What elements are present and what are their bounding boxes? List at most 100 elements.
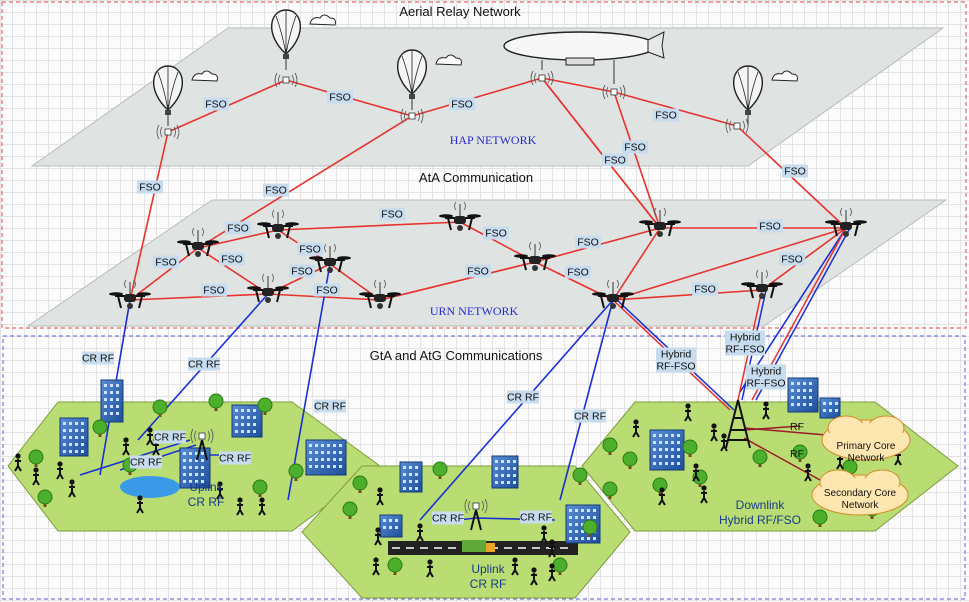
fso-label: FSO xyxy=(575,235,601,249)
fso-label-text: FSO xyxy=(694,284,716,296)
fso-label-text: FSO xyxy=(316,285,338,297)
person-icon xyxy=(658,487,666,506)
person-icon xyxy=(684,403,692,422)
person-icon xyxy=(804,463,812,482)
relay-transceiver-icon xyxy=(602,84,626,100)
cr-rf-link xyxy=(419,299,614,521)
fso-label-text: FSO xyxy=(781,254,803,266)
antenna-icon xyxy=(464,498,488,531)
person-icon xyxy=(372,557,380,576)
hybrid-rf-fso-label-text: RF-FSO xyxy=(656,361,695,373)
cr-rf-label-text: CR RF xyxy=(507,392,539,404)
building-icon xyxy=(59,417,89,457)
fso-label: FSO xyxy=(297,242,323,256)
cloud-icon xyxy=(435,54,462,66)
fso-label: FSO xyxy=(782,164,808,178)
fso-label-text: FSO xyxy=(227,223,249,235)
person-icon xyxy=(692,463,700,482)
gta-title: GtA and AtG Communications xyxy=(370,348,543,363)
hap-network-label: HAP NETWORK xyxy=(450,133,537,147)
person-icon xyxy=(258,497,266,516)
cloud-icon xyxy=(191,70,218,82)
person-icon xyxy=(710,423,718,442)
person-icon xyxy=(376,487,384,506)
person-icon xyxy=(720,433,728,452)
person-icon xyxy=(14,453,22,472)
primary-core-cloud-icon xyxy=(821,415,911,461)
fso-link xyxy=(129,131,169,301)
fso-link xyxy=(613,91,661,229)
ground-frame xyxy=(2,335,966,600)
drone-icon xyxy=(741,269,783,299)
fso-label: FSO xyxy=(137,180,163,194)
cr-rf-label-text: CR RF xyxy=(520,512,552,524)
balloon-icon xyxy=(152,65,184,126)
fso-label-text: FSO xyxy=(203,285,225,297)
drone-icon xyxy=(109,279,151,309)
fso-label: FSO xyxy=(757,219,783,233)
tree-icon xyxy=(28,449,44,467)
cr-rf-label-text: CR RF xyxy=(188,359,220,371)
tree-icon xyxy=(352,475,368,493)
person-icon xyxy=(136,495,144,514)
person-icon xyxy=(632,419,640,438)
fso-label-text: FSO xyxy=(485,228,507,240)
cr-rf-label-text: CR RF xyxy=(130,457,162,469)
tree-icon xyxy=(152,399,168,417)
antenna-icon xyxy=(190,428,214,461)
cr-rf-label: CR RF xyxy=(314,399,346,413)
fso-label: FSO xyxy=(692,282,718,296)
person-icon xyxy=(374,527,382,546)
relay-transceiver-icon xyxy=(274,72,298,88)
fso-label: FSO xyxy=(465,264,491,278)
left-ground-label-2: CR RF xyxy=(188,495,225,509)
fso-label-text: FSO xyxy=(655,110,677,122)
cr-rf-label: CR RF xyxy=(432,511,464,525)
relay-transceiver-icon xyxy=(400,108,424,124)
relay-transceiver-icon xyxy=(530,70,554,86)
airship-icon xyxy=(503,31,665,84)
tower-icon xyxy=(725,399,751,449)
cr-rf-label: CR RF xyxy=(130,455,162,469)
fso-link xyxy=(411,77,543,117)
fso-label: FSO xyxy=(201,283,227,297)
cr-rf-link xyxy=(287,263,331,501)
cr-rf-label: CR RF xyxy=(574,409,606,423)
cloud-icon xyxy=(309,14,336,26)
fso-label-text: FSO xyxy=(604,155,626,167)
tree-icon xyxy=(432,461,448,479)
fso-link xyxy=(277,221,461,231)
hap-plane xyxy=(30,27,945,167)
tree-icon xyxy=(682,439,698,457)
tree-icon xyxy=(602,481,618,499)
cr-rf-label: CR RF xyxy=(520,510,552,524)
tree-icon xyxy=(342,501,358,519)
fso-link xyxy=(612,227,661,301)
hybrid-rf-fso-label-text: RF-FSO xyxy=(746,378,785,390)
person-icon xyxy=(32,467,40,486)
fso-label-text: FSO xyxy=(205,99,227,111)
fso-link xyxy=(612,289,763,301)
rf-core-label: RF xyxy=(790,421,804,433)
fso-link xyxy=(129,293,269,301)
aerial-relay-frame xyxy=(1,1,967,329)
cloud-icon xyxy=(771,70,798,82)
drone-icon xyxy=(592,279,634,309)
balloon-icon xyxy=(396,49,428,110)
fso-label-text: FSO xyxy=(155,257,177,269)
fso-link xyxy=(541,77,661,229)
cr-rf-label: CR RF xyxy=(507,390,539,404)
drone-icon xyxy=(359,279,401,309)
cr-rf-label: CR RF xyxy=(219,451,251,465)
core-link-rf xyxy=(743,425,801,431)
tree-icon xyxy=(257,397,273,415)
cr-rf-label-text: CR RF xyxy=(154,432,186,444)
fso-label: FSO xyxy=(327,90,353,104)
fso-label-text: FSO xyxy=(567,267,589,279)
fso-label: FSO xyxy=(622,140,648,154)
fso-label: FSO xyxy=(653,108,679,122)
fso-label-text: FSO xyxy=(451,99,473,111)
